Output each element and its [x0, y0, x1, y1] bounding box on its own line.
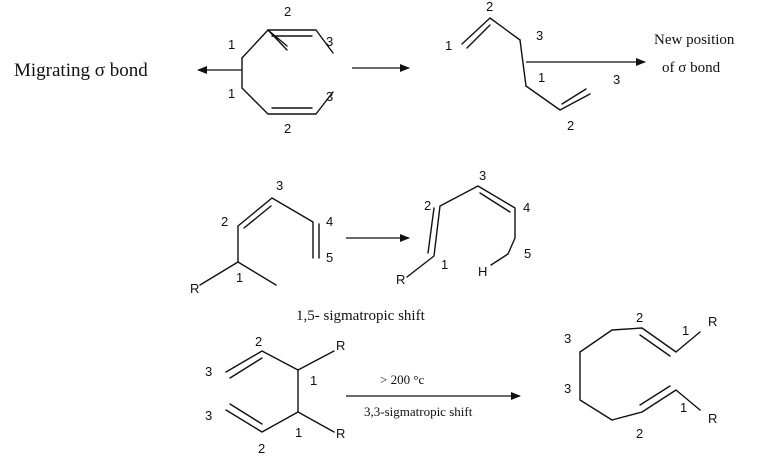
row2-product-hydrogen: H: [478, 264, 487, 279]
row1-product-sigma-bond: [519, 39, 527, 87]
row1-reactant-num-1-top: 1: [228, 37, 235, 52]
row2-product-c1c2-double: [427, 207, 435, 254]
row2-reactant-r-group: R: [190, 281, 199, 296]
row2-reactant-chain: [199, 197, 314, 286]
row1-reactant-diene: [241, 29, 334, 115]
row2-reactant-methyl: [237, 261, 277, 286]
row3-product-lower-double: [639, 385, 671, 406]
row1-reactant-num-3-top: 3: [326, 34, 333, 49]
row3-reactant-num-2-top: 2: [255, 334, 262, 349]
row2-product-h-bond: [490, 253, 509, 266]
row3-reactant-num-1-bottom: 1: [295, 425, 302, 440]
row1-product-num-3-top: 3: [536, 28, 543, 43]
row2-product-r-group: R: [396, 272, 405, 287]
row2-reactant-num-1: 1: [236, 270, 243, 285]
row1-product-upper-double: [466, 24, 491, 49]
row2-reactant-diene: [199, 197, 320, 286]
row3-reactant-r-top: R: [336, 338, 345, 353]
row3-product-num-1-bottom: 1: [680, 400, 687, 415]
row3-reactant-num-3-top: 3: [205, 364, 212, 379]
row2-product-num-5: 5: [524, 246, 531, 261]
shift-33-condition: > 200 °c: [380, 372, 425, 387]
row1-reactant-num-2-bottom: 2: [284, 121, 291, 136]
row1-product-num-2-top: 2: [486, 0, 493, 14]
row3-reactant-lower-double: [229, 403, 263, 425]
row3-reactant-upper-double: [229, 357, 263, 379]
row2-product-num-3: 3: [479, 168, 486, 183]
row2-reactant-num-4: 4: [326, 214, 333, 229]
row2-reactant-num-5: 5: [326, 250, 333, 265]
row3-product-num-2-top: 2: [636, 310, 643, 325]
row3-product-r-top: R: [708, 314, 717, 329]
row1-reactant-lower-chain: [241, 87, 334, 115]
row3-product-num-3-bottom: 3: [564, 381, 571, 396]
row3-product-num-2-bottom: 2: [636, 426, 643, 441]
row3-reactant-num-2-bottom: 2: [258, 441, 265, 456]
row2-reactant-num-2: 2: [221, 214, 228, 229]
row3-product-left-chain: [579, 351, 613, 421]
row3-product-diene: [579, 327, 701, 421]
row1-product-upper-alkene: [461, 17, 521, 45]
row1-product-num-3-bottom: 3: [613, 72, 620, 87]
row3-reactant-num-3-bottom: 3: [205, 408, 212, 423]
row3-reactant-num-1-top: 1: [310, 373, 317, 388]
row1-reactant-num-1-bottom: 1: [228, 86, 235, 101]
row2-product-num-2: 2: [424, 198, 431, 213]
row3-reactant-upper-chain: [225, 350, 335, 373]
row3-product-num-3-top: 3: [564, 331, 571, 346]
row1-product-num-2-bottom: 2: [567, 118, 574, 133]
row3-reactant-lower-chain: [225, 409, 335, 433]
row2-product-diene: [406, 185, 516, 278]
row1-product-num-1-top: 1: [445, 38, 452, 53]
row1-product-lower-double: [561, 88, 587, 105]
migrating-sigma-label: Migrating σ bond: [14, 60, 148, 81]
new-position-label-line2: of σ bond: [662, 60, 721, 76]
row1-reactant-num-2-top: 2: [284, 4, 291, 19]
row3-reactant-r-bottom: R: [336, 426, 345, 441]
row2-product-c3c4-double: [479, 192, 511, 213]
row2-product-num-1: 1: [441, 257, 448, 272]
row2-product-num-4: 4: [523, 200, 530, 215]
shift-15-caption: 1,5- sigmatropic shift: [296, 308, 426, 324]
row1-reactant-num-3-bottom: 3: [326, 89, 333, 104]
new-position-label-line1: New position: [654, 32, 735, 48]
row3-product-upper-chain: [579, 327, 701, 353]
row1-product-lower-chain: [525, 85, 591, 111]
row1-product-diene: [461, 17, 591, 111]
row2-product-chain: [406, 185, 516, 278]
row3-reactant-diene: [225, 350, 335, 433]
row3-product-lower-chain: [611, 389, 701, 421]
row2-reactant-c2c3-double: [243, 205, 272, 229]
row1-reactant-upper-chain: [241, 29, 288, 59]
row2-reactant-num-3: 3: [276, 178, 283, 193]
row1-product-num-1-bottom: 1: [538, 70, 545, 85]
row1-reactant-upper-alkene: [267, 29, 334, 54]
row3-product-num-1-top: 1: [682, 323, 689, 338]
shift-33-caption: 3,3-sigmatropic shift: [364, 404, 473, 419]
row3-product-upper-double: [639, 334, 671, 357]
row3-product-r-bottom: R: [708, 411, 717, 426]
